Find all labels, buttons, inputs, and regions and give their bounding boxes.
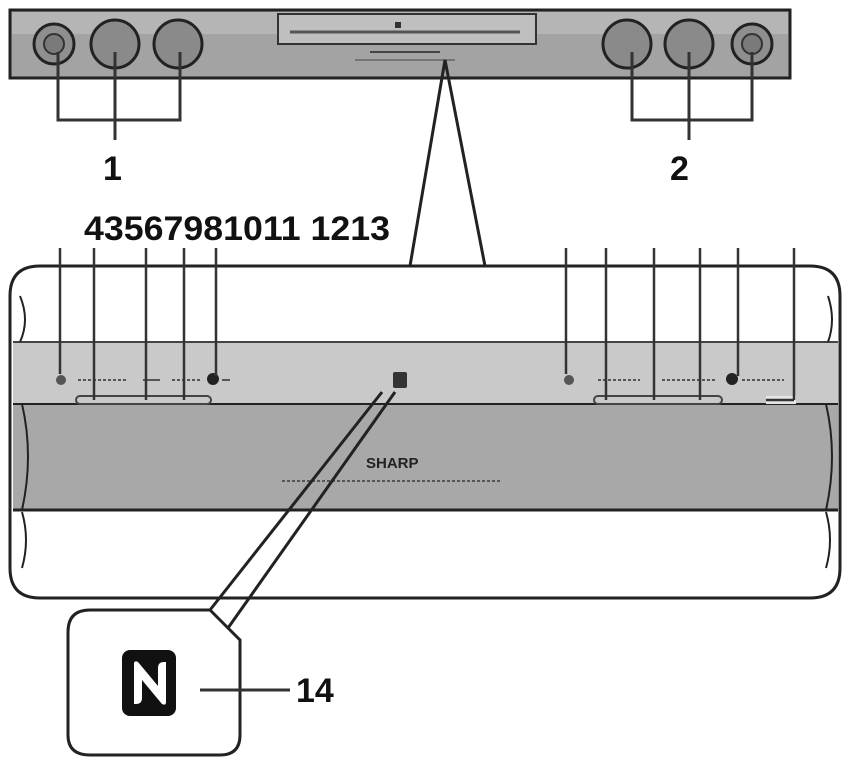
- left-woofer-2: [152, 18, 204, 70]
- left-button-strip: [75, 395, 212, 405]
- power-led: [56, 375, 66, 385]
- callout-2: 2: [670, 150, 689, 188]
- nfc-pointer-b: [208, 391, 384, 611]
- right-button-dot: [726, 373, 738, 385]
- left-curve: [19, 295, 26, 343]
- right-curve: [827, 295, 833, 343]
- nfc-pointer-a: [226, 391, 397, 629]
- zoom-triangle: [408, 59, 487, 267]
- nfc-mark-panel: [393, 372, 407, 388]
- callout-brackets: [56, 52, 754, 140]
- leader-lines: [58, 248, 796, 402]
- front-right-curve: [825, 403, 833, 511]
- zoom-lines: [408, 59, 487, 267]
- front-left-curve: [21, 403, 29, 511]
- brand-label: SHARP: [366, 455, 419, 472]
- right-button-strip: [593, 395, 723, 405]
- left-tweeter-center: [43, 33, 65, 55]
- bracket-1: [56, 52, 182, 122]
- lower-right-curve: [825, 511, 831, 569]
- lower-left-curve: [21, 511, 27, 569]
- right-woofer-1: [601, 18, 653, 70]
- top-face: [13, 342, 838, 404]
- nfc-logo-icon: [122, 650, 176, 716]
- nfc-callout: 14: [66, 391, 397, 757]
- nfc-mark-small: [395, 22, 401, 28]
- bracket-2: [630, 52, 754, 122]
- front-face: [13, 404, 838, 510]
- right-led: [564, 375, 574, 385]
- soundbar-overview: [8, 8, 792, 80]
- callout-14: 14: [296, 672, 334, 710]
- callout-3-to-13: 43567981011 1213: [84, 210, 390, 248]
- callout-1: 1: [103, 150, 122, 188]
- right-tweeter-center: [741, 33, 763, 55]
- control-area: [277, 13, 537, 45]
- detail-panel: SHARP: [8, 248, 842, 600]
